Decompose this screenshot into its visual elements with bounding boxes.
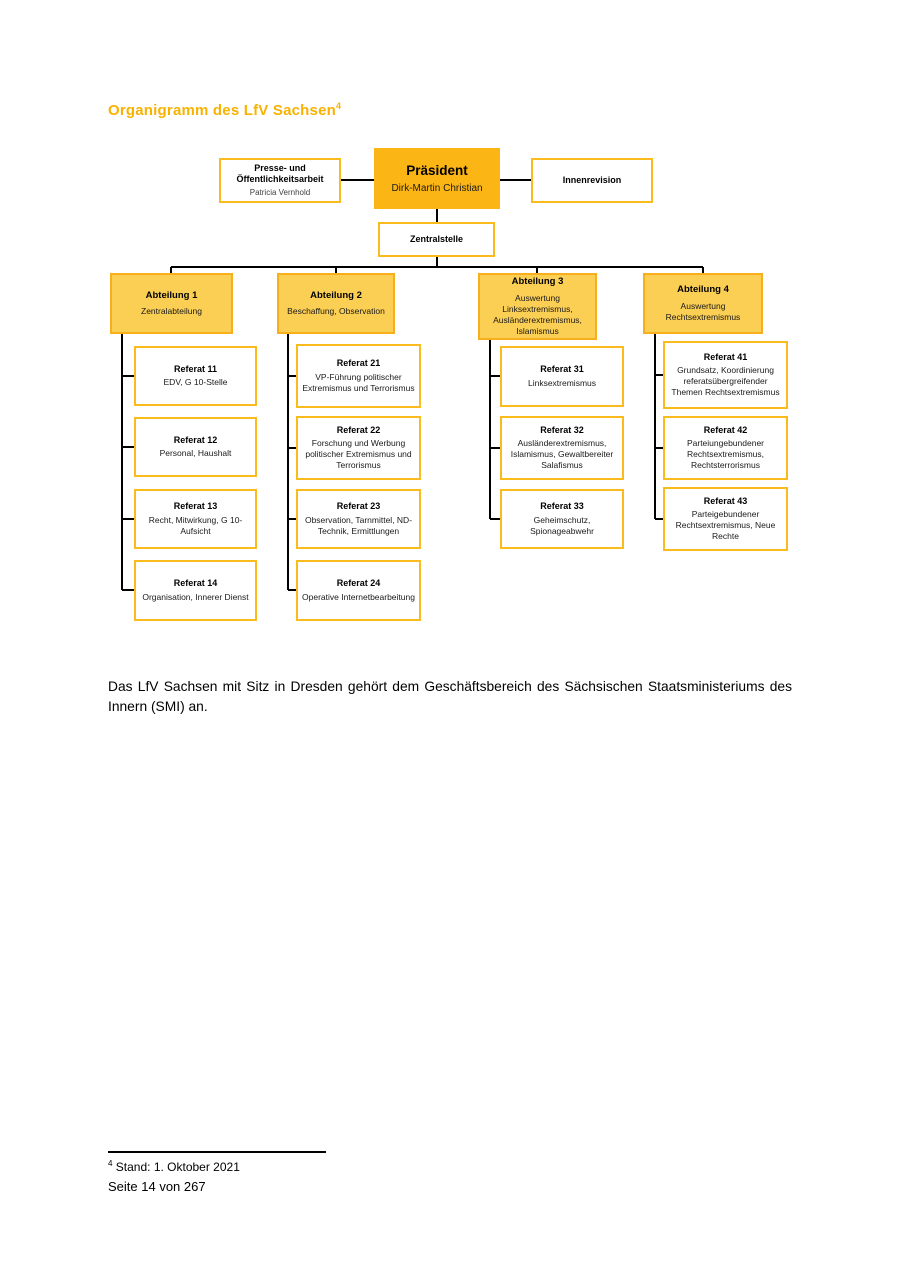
box-title: Referat 33 xyxy=(540,501,584,512)
box-subtitle: Linksextremismus xyxy=(527,377,597,388)
box-abteilung-1: Abteilung 1 Zentralabteilung xyxy=(110,273,233,334)
box-subtitle: Parteigebundener Rechtsextremismus, Neue… xyxy=(675,509,776,542)
box-subtitle: Observation, Tarnmittel, ND-Technik, Erm… xyxy=(304,514,413,536)
box-subtitle: Geheimschutz, Spionageabwehr xyxy=(530,514,594,536)
box-title: Abteilung 1 xyxy=(145,289,198,301)
box-title: Referat 22 xyxy=(336,424,381,435)
box-referat-22: Referat 22 Forschung und Werbung politis… xyxy=(296,416,421,480)
box-title: Präsident xyxy=(406,162,468,178)
box-referat-14: Referat 14 Organisation, Innerer Dienst xyxy=(134,560,257,621)
box-subtitle: Forschung und Werbung politischer Extrem… xyxy=(305,438,412,471)
box-referat-41: Referat 41 Grundsatz, Koordinierung refe… xyxy=(663,341,788,409)
box-title: Referat 21 xyxy=(336,358,381,369)
box-referat-24: Referat 24 Operative Internetbearbeitung xyxy=(296,560,421,621)
box-title: Presse- und Öffentlichkeitsarbeit xyxy=(236,162,324,185)
box-title: Referat 42 xyxy=(703,424,748,435)
box-subtitle: Auswertung Rechtsextremismus xyxy=(665,300,741,322)
page-number: Seite 14 von 267 xyxy=(108,1179,206,1194)
box-subtitle: Ausländerextremismus, Islamismus, Gewalt… xyxy=(510,438,614,471)
box-abteilung-4: Abteilung 4 Auswertung Rechtsextremismus xyxy=(643,273,763,334)
footnote-marker: 4 xyxy=(108,1159,113,1168)
box-subtitle: Operative Internetbearbeitung xyxy=(302,591,415,602)
box-innenrevision: Innenrevision xyxy=(531,158,653,203)
box-referat-31: Referat 31 Linksextremismus xyxy=(500,346,624,407)
box-person-name: Patricia Vernhold xyxy=(249,187,311,197)
connector-lines xyxy=(121,179,704,591)
box-subtitle: Parteiungebundener Rechtsextremismus, Re… xyxy=(686,438,765,471)
box-title: Referat 31 xyxy=(540,364,584,375)
box-title: Referat 23 xyxy=(336,501,381,512)
page-title: Organigramm des LfV Sachsen4 xyxy=(108,101,341,119)
box-title: Abteilung 2 xyxy=(310,289,362,301)
box-abteilung-2: Abteilung 2 Beschaffung, Observation xyxy=(277,273,395,334)
box-zentralstelle: Zentralstelle xyxy=(378,222,495,257)
box-referat-42: Referat 42 Parteiungebundener Rechtsextr… xyxy=(663,416,788,480)
box-subtitle: Zentralabteilung xyxy=(141,306,202,317)
box-presse-oeffentlichkeitsarbeit: Presse- und Öffentlichkeitsarbeit Patric… xyxy=(219,158,341,203)
box-subtitle: Personal, Haushalt xyxy=(159,448,232,459)
box-referat-11: Referat 11 EDV, G 10-Stelle xyxy=(134,346,257,406)
box-subtitle: Recht, Mitwirkung, G 10-Aufsicht xyxy=(148,514,243,536)
box-title: Abteilung 3 xyxy=(511,276,564,288)
box-title: Zentralstelle xyxy=(409,233,464,244)
box-title: Referat 14 xyxy=(173,578,218,589)
footnote: 4 Stand: 1. Oktober 2021 xyxy=(108,1159,240,1174)
box-referat-33: Referat 33 Geheimschutz, Spionageabwehr xyxy=(500,489,624,549)
box-title: Referat 43 xyxy=(703,495,748,506)
box-referat-12: Referat 12 Personal, Haushalt xyxy=(134,417,257,477)
box-subtitle: Auswertung Linksextremismus, Ausländerex… xyxy=(493,292,582,336)
box-referat-43: Referat 43 Parteigebundener Rechtsextrem… xyxy=(663,487,788,551)
box-referat-32: Referat 32 Ausländerextremismus, Islamis… xyxy=(500,416,624,480)
box-praesident: Präsident Dirk-Martin Christian xyxy=(374,148,500,209)
box-subtitle: VP-Führung politischer Extremismus und T… xyxy=(302,371,415,393)
footnote-text: Stand: 1. Oktober 2021 xyxy=(112,1160,240,1174)
box-abteilung-3: Abteilung 3 Auswertung Linksextremismus,… xyxy=(478,273,597,340)
box-subtitle: Grundsatz, Koordinierung referatsübergre… xyxy=(671,365,780,398)
box-title: Referat 13 xyxy=(173,501,218,512)
box-title: Innenrevision xyxy=(562,174,622,185)
page-title-text: Organigramm des LfV Sachsen xyxy=(108,102,336,119)
box-subtitle: Beschaffung, Observation xyxy=(287,306,385,317)
box-subtitle: EDV, G 10-Stelle xyxy=(163,377,228,388)
box-title: Abteilung 4 xyxy=(677,284,729,296)
box-title: Referat 11 xyxy=(173,363,218,374)
box-title: Referat 32 xyxy=(540,424,584,435)
body-paragraph: Das LfV Sachsen mit Sitz in Dresden gehö… xyxy=(108,678,792,714)
box-referat-21: Referat 21 VP-Führung politischer Extrem… xyxy=(296,344,421,408)
box-referat-13: Referat 13 Recht, Mitwirkung, G 10-Aufsi… xyxy=(134,489,257,549)
footnote-separator xyxy=(108,1151,326,1153)
box-title: Referat 24 xyxy=(336,578,381,589)
box-referat-23: Referat 23 Observation, Tarnmittel, ND-T… xyxy=(296,489,421,549)
heading-footnote-marker: 4 xyxy=(335,101,342,111)
org-chart-connectors xyxy=(121,179,704,591)
box-person-name: Dirk-Martin Christian xyxy=(391,183,483,195)
box-subtitle: Organisation, Innerer Dienst xyxy=(142,591,249,602)
box-title: Referat 12 xyxy=(173,434,218,445)
box-title: Referat 41 xyxy=(703,351,748,362)
